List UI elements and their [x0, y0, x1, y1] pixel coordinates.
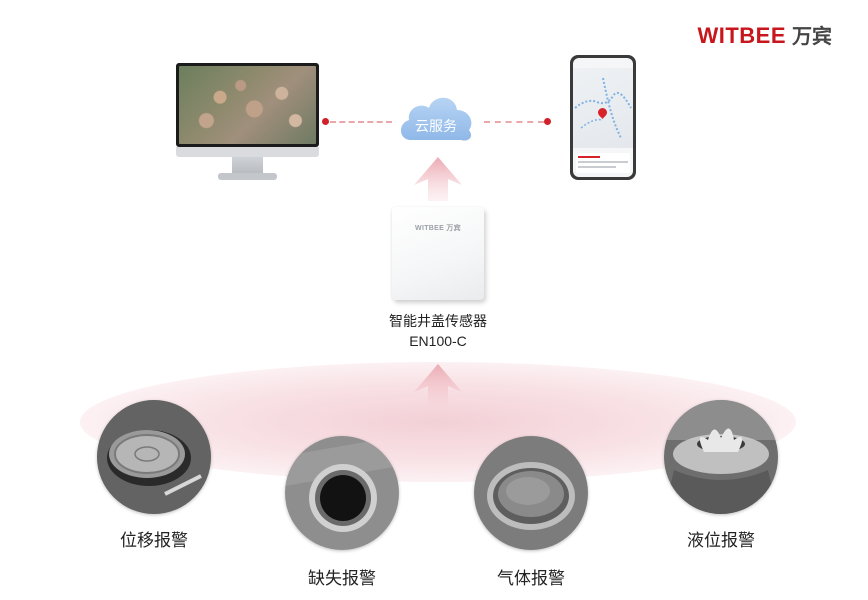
connector-line-left: [330, 121, 392, 123]
sensor-model: EN100-C: [409, 333, 467, 349]
city-3d-map-image: [179, 66, 316, 144]
scene-liquid-level-image: [664, 400, 778, 514]
sensor-name: 智能井盖传感器: [389, 314, 487, 330]
phone-map: [573, 68, 633, 148]
scene-label-displacement: 位移报警: [120, 531, 188, 551]
scene-displacement-image: [97, 400, 211, 514]
connector-dot-left: [322, 118, 329, 125]
connector-dot-right: [544, 118, 551, 125]
arrow-up-icon: [410, 362, 466, 415]
brand-name-cn: 万宾: [792, 24, 832, 48]
scene-label-missing: 缺失报警: [308, 569, 376, 589]
monitor-icon: [176, 63, 319, 183]
brand-name-en: WITBEE: [697, 23, 786, 48]
scene-gas-image: [474, 436, 588, 550]
connector-line-right: [484, 121, 544, 123]
cloud-label: 云服务: [415, 119, 457, 135]
sensor-device-image: WITBEE 万宾: [392, 207, 484, 300]
brand-logo: WITBEE 万宾: [697, 20, 832, 49]
scene-label-gas: 气体报警: [497, 569, 565, 589]
sensor-logo: WITBEE 万宾: [415, 225, 461, 232]
phone-icon: [570, 55, 636, 180]
scene-label-liquid-level: 液位报警: [687, 531, 755, 551]
arrow-up-icon: [410, 155, 466, 208]
cloud-icon: 云服务: [395, 82, 477, 150]
scene-missing-image: [285, 436, 399, 550]
